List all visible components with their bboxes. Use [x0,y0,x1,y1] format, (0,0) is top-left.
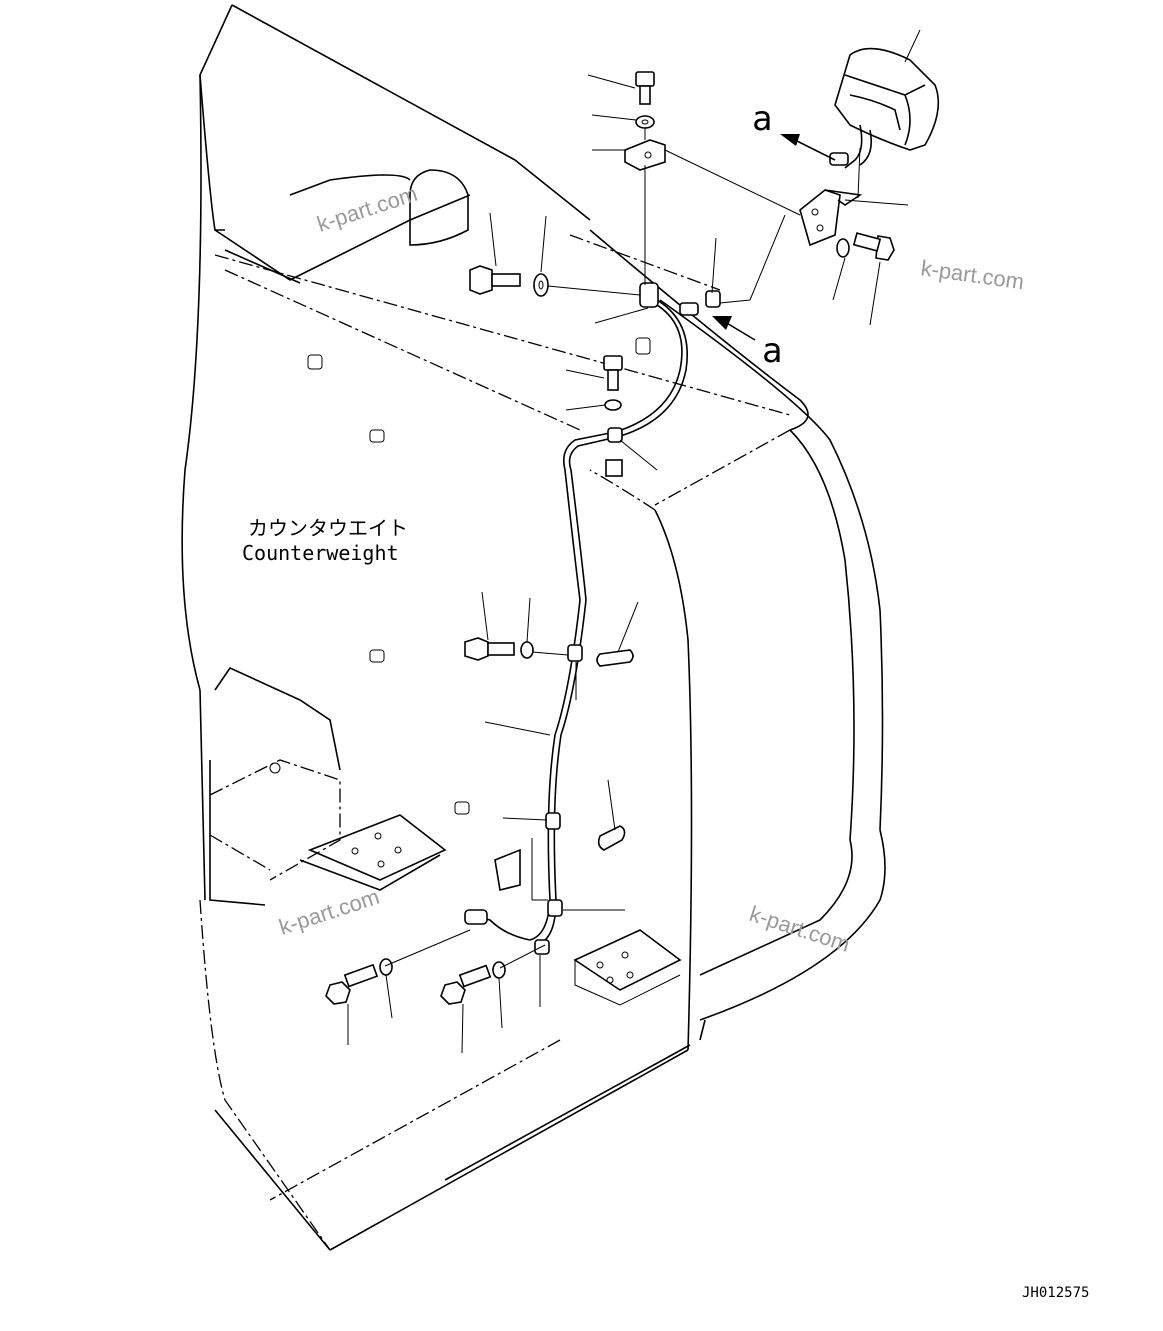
counterweight-label-en: Counterweight [242,541,399,565]
leader-lines [347,29,921,1054]
view-arrow-top [780,134,836,161]
watermark: k-part.com [276,884,383,940]
view-arrow-bottom [712,316,756,341]
view-marker-top: a [752,99,772,139]
watermark: k-part.com [919,255,1025,294]
lifting-eye [214,169,471,284]
work-light [834,47,940,169]
watermark: k-part.com [314,181,421,237]
connectors [679,152,849,316]
wiring-harness [469,295,688,951]
harness-clamps [464,282,659,955]
upper-bracket [624,139,666,171]
mounting-holes [307,337,651,815]
drawing-code: JH012575 [1022,1285,1089,1301]
light-bracket [799,189,863,247]
watermark: k-part.com [746,901,853,957]
counterweight-outline [181,4,886,1251]
view-marker-bottom: a [762,331,782,371]
lower-frame [209,666,682,1006]
fasteners [325,71,895,1005]
counterweight-label-jp: カウンタウエイト [248,516,408,540]
